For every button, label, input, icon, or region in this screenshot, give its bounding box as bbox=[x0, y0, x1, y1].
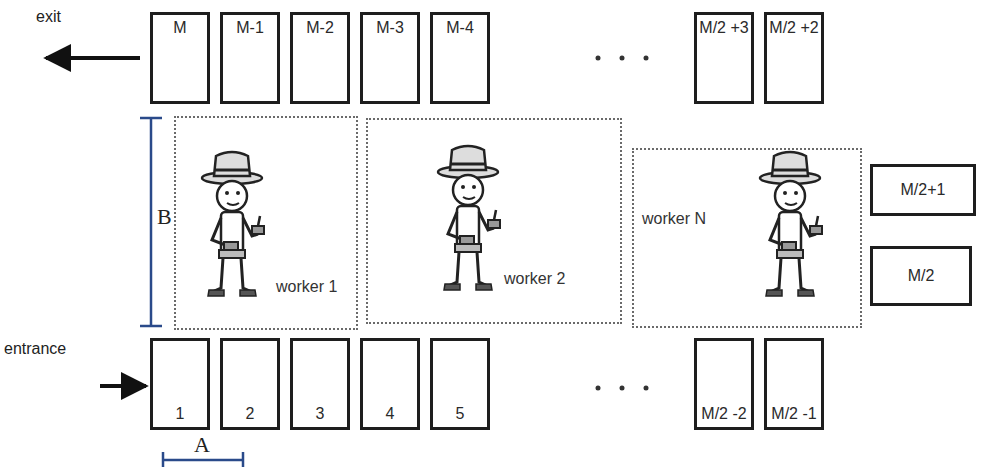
station-number: M/2+1 bbox=[901, 181, 946, 199]
worker-figure bbox=[202, 152, 264, 296]
station-number: M-2 bbox=[306, 19, 334, 37]
station-number: M-3 bbox=[376, 19, 404, 37]
station-number: M-1 bbox=[236, 19, 264, 37]
station-number: M bbox=[173, 19, 186, 37]
station-box: 1 bbox=[150, 338, 210, 430]
worker-label: worker N bbox=[642, 210, 706, 228]
dimension-label: A bbox=[194, 432, 210, 458]
station-box: M bbox=[150, 12, 210, 104]
worker-zone: worker N bbox=[632, 148, 862, 328]
station-box: M/2 -1 bbox=[764, 338, 824, 430]
station-box: M/2 +3 bbox=[694, 12, 754, 104]
station-box: M/2 +2 bbox=[764, 12, 824, 104]
station-box: M-2 bbox=[290, 12, 350, 104]
station-box: 4 bbox=[360, 338, 420, 430]
station-number: 5 bbox=[456, 405, 465, 423]
station-number: M/2 +3 bbox=[699, 19, 748, 37]
flow-label: exit bbox=[36, 8, 61, 26]
station-number: 1 bbox=[176, 405, 185, 423]
station-box: M-1 bbox=[220, 12, 280, 104]
station-number: 4 bbox=[386, 405, 395, 423]
station-number: M/2 +2 bbox=[769, 19, 818, 37]
station-number: M/2 -2 bbox=[701, 405, 746, 423]
entrance-arrow bbox=[100, 384, 146, 388]
station-box: M-3 bbox=[360, 12, 420, 104]
station-box: 2 bbox=[220, 338, 280, 430]
station-box: 3 bbox=[290, 338, 350, 430]
worker-label: worker 2 bbox=[504, 270, 565, 288]
station-box: M/2+1 bbox=[870, 164, 976, 216]
station-box: M-4 bbox=[430, 12, 490, 104]
worker-label: worker 1 bbox=[276, 278, 337, 296]
station-box: M/2 bbox=[870, 246, 972, 306]
station-number: M/2 -1 bbox=[771, 405, 816, 423]
worker-zone: worker 1 bbox=[174, 116, 358, 330]
station-box: M/2 -2 bbox=[694, 338, 754, 430]
station-box: 5 bbox=[430, 338, 490, 430]
flow-label: entrance bbox=[4, 340, 66, 358]
exit-arrow bbox=[46, 56, 140, 60]
station-number: 3 bbox=[316, 405, 325, 423]
station-number: M-4 bbox=[446, 19, 474, 37]
station-number: 2 bbox=[246, 405, 255, 423]
ellipsis-dots bbox=[596, 56, 649, 391]
station-number: M/2 bbox=[908, 267, 935, 285]
worker-zone: worker 2 bbox=[366, 118, 622, 324]
dimension-label: B bbox=[157, 204, 172, 230]
worker-figure bbox=[438, 146, 500, 290]
worker-figure bbox=[760, 152, 822, 296]
